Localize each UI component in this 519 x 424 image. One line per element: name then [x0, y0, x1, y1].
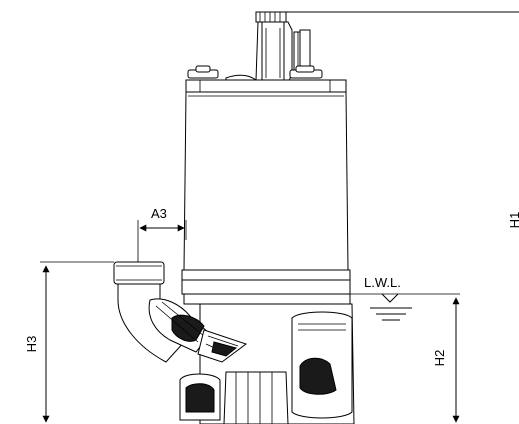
label-h1: H1	[507, 212, 519, 229]
low-water-level-symbol: L.W.L.	[364, 275, 412, 321]
dimension-h2: H2	[350, 293, 460, 423]
dimension-a3: A3	[137, 206, 187, 262]
label-h2: H2	[432, 350, 447, 367]
label-a3: A3	[151, 206, 167, 221]
pump-casing	[179, 303, 355, 424]
dimension-h1: H1	[507, 212, 519, 229]
housing-band	[181, 269, 351, 305]
discharge-outlet	[113, 261, 248, 363]
label-lwl: L.W.L.	[364, 275, 401, 290]
dimension-h3: H3	[24, 261, 114, 423]
motor-housing	[183, 91, 349, 271]
motor-top-cap	[185, 65, 347, 93]
label-h3: H3	[24, 336, 39, 353]
